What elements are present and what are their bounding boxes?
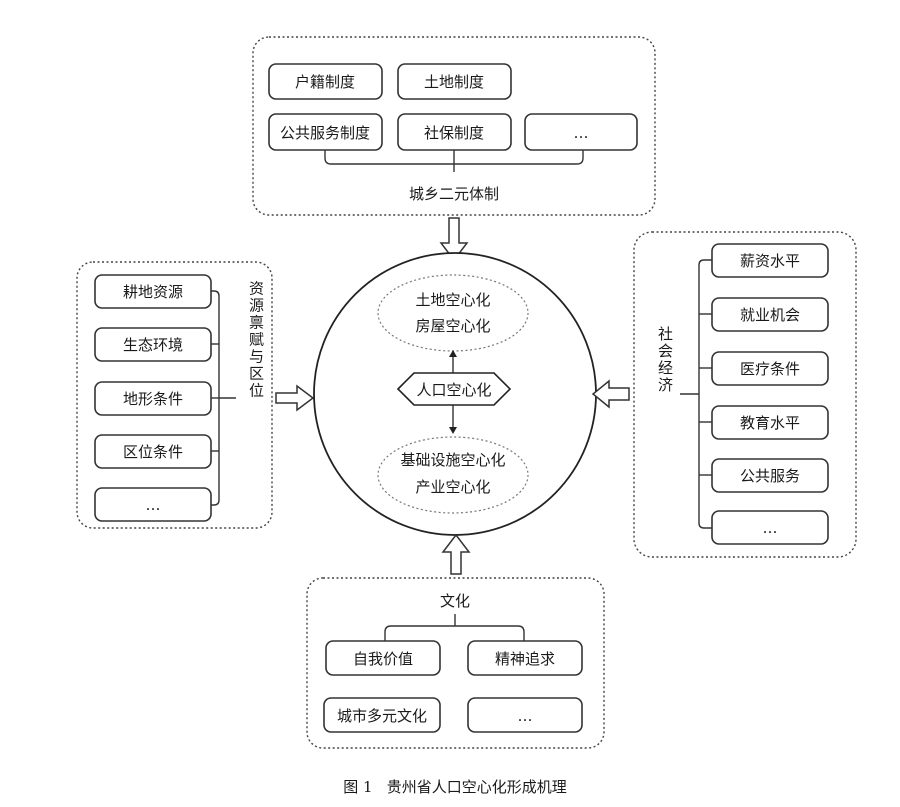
bottom-item-3: 城市多元文化 xyxy=(337,707,427,725)
core-down-arrowhead-icon xyxy=(449,427,457,434)
bottom-item-2: 精神追求 xyxy=(495,650,555,668)
bottom-item-1-box xyxy=(325,640,441,676)
lower-label-2: 产业空心化 xyxy=(415,478,490,496)
upper-oval xyxy=(377,274,529,352)
left-group-frame xyxy=(76,261,273,529)
right-item-1: 薪资水平 xyxy=(740,252,800,270)
core-up-arrowhead-icon xyxy=(449,350,457,357)
bottom-item-4: … xyxy=(518,707,533,725)
core-label: 人口空心化 xyxy=(416,381,491,399)
upper-label-1: 土地空心化 xyxy=(415,291,490,309)
bottom-item-3-box xyxy=(323,697,441,733)
top-item-3: 公共服务制度 xyxy=(280,124,370,142)
left-group-title: 资源禀赋与区位 xyxy=(247,281,265,400)
right-item-4: 教育水平 xyxy=(740,414,800,432)
right-item-3: 医疗条件 xyxy=(740,360,800,378)
top-group-title: 城乡二元体制 xyxy=(409,185,499,203)
top-item-2-box xyxy=(397,63,512,100)
top-group-frame xyxy=(252,36,656,216)
left-item-3: 地形条件 xyxy=(123,390,183,408)
left-item-4: 区位条件 xyxy=(123,443,183,461)
left-item-5: … xyxy=(146,496,161,514)
top-item-5-box xyxy=(524,113,638,151)
bottom-group-title: 文化 xyxy=(440,592,470,610)
top-item-5: … xyxy=(574,124,589,142)
left-arrow-icon xyxy=(275,384,315,412)
bottom-item-4-box xyxy=(467,697,583,733)
bottom-bracket xyxy=(384,625,525,641)
top-item-4: 社保制度 xyxy=(424,124,484,142)
figure-caption: 图 1 贵州省人口空心化形成机理 xyxy=(343,778,567,796)
top-item-1: 户籍制度 xyxy=(295,73,355,91)
top-arrow-icon xyxy=(439,217,469,262)
top-item-1-box xyxy=(268,63,383,100)
right-item-5: 公共服务 xyxy=(740,467,800,485)
lower-oval xyxy=(377,436,529,514)
right-group-frame xyxy=(633,231,857,558)
right-arrow-icon xyxy=(591,379,630,409)
bottom-item-2-box xyxy=(467,640,583,676)
left-item-2: 生态环境 xyxy=(123,336,183,354)
bottom-group-frame xyxy=(306,577,605,749)
right-group-title: 社会经济 xyxy=(656,326,674,394)
upper-label-2: 房屋空心化 xyxy=(415,317,490,335)
lower-label-1: 基础设施空心化 xyxy=(400,451,505,469)
bottom-arrow-icon xyxy=(441,533,471,575)
right-item-6: … xyxy=(763,519,778,537)
top-item-2: 土地制度 xyxy=(424,73,484,91)
core-hexagon xyxy=(396,372,512,406)
right-item-2: 就业机会 xyxy=(740,306,800,324)
right-bracket xyxy=(698,259,712,529)
bottom-item-1: 自我价值 xyxy=(353,650,413,668)
left-item-1: 耕地资源 xyxy=(123,283,183,301)
